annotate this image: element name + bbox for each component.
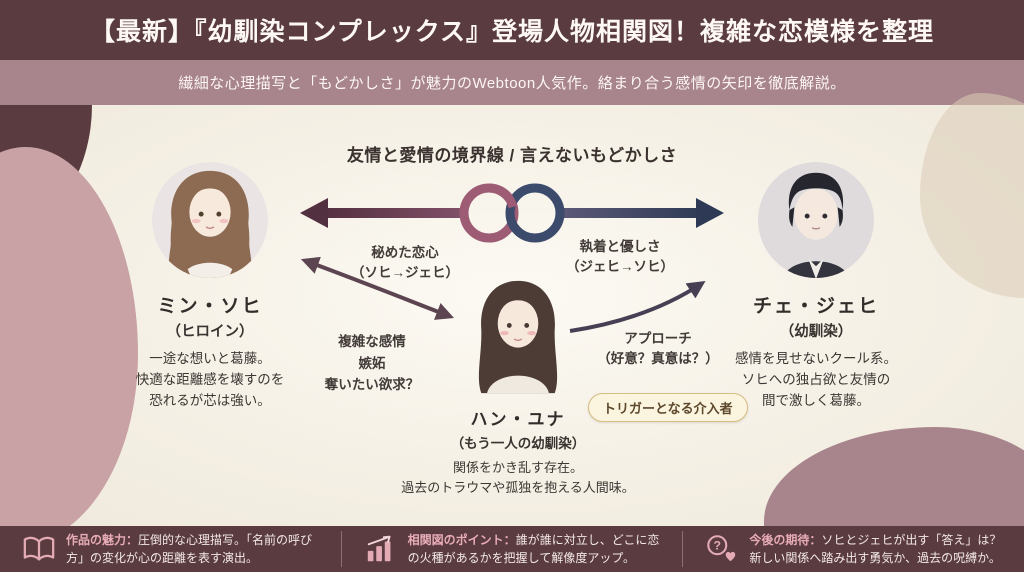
yuna-portrait: [460, 275, 576, 399]
jaehee-description: 感情を見せないクール系。 ソヒへの独占欲と友情の 間で激しく葛藤。: [735, 351, 897, 408]
question-heart-icon: ?: [705, 534, 739, 564]
sohee-role: （ヒロイン）: [166, 324, 254, 340]
footer-body-expectation: ソヒとジェヒが出す「答え」は？新しい関係へ踏み出す勇気か、過去の呪縛か。: [749, 533, 1002, 565]
knot-arrows-illustration: [300, 183, 724, 243]
jaehee-name: チェ・ジェヒ: [752, 296, 879, 317]
subtitle-bar: 繊細な心理描写と「もどかしさ」が魅力のWebtoon人気作。絡まり合う感情の矢印…: [0, 60, 1024, 105]
edge-label-complex-feelings: 複雑な感情 嫉妬 奪いたい欲求？: [324, 334, 420, 393]
page-title: 【最新】『幼馴染コンプレックス』登場人物相関図！複雑な恋模様を整理: [89, 18, 934, 46]
yuna-description: 関係をかき乱す存在。 過去のトラウマや孤独を抱える人間味。: [401, 460, 635, 496]
decor-blob-tan-topright: [920, 93, 1024, 298]
footer-bar: 作品の魅力：圧倒的な心理描写。「名前の呼び方」の変化が心の距離を表す演出。 相関…: [0, 526, 1024, 572]
decor-blob-mauve-bottomright: [764, 427, 1024, 526]
trigger-badge: トリガーとなる介入者: [588, 393, 748, 422]
footer-item-expectation: ? 今後の期待：ソヒとジェヒが出す「答え」は？新しい関係へ踏み出す勇気か、過去の…: [682, 531, 1024, 567]
footer-label-chart-point: 相関図のポイント：: [407, 533, 516, 547]
footer-body-chart-point: 誰が誰に対立し、どこに恋の火種があるかを把握して解像度アップ。: [407, 533, 660, 565]
footer-text-chart-point: 相関図のポイント：誰が誰に対立し、どこに恋の火種があるかを把握して解像度アップ。: [408, 531, 669, 567]
edge-label-obsession: 執着と優しさ （ジェヒ→ソヒ）: [566, 239, 674, 274]
footer-item-chart-point: 相関図のポイント：誰が誰に対立し、どこに恋の火種があるかを把握して解像度アップ。: [340, 531, 683, 567]
footer-text-expectation: 今後の期待：ソヒとジェヒが出す「答え」は？新しい関係へ踏み出す勇気か、過去の呪縛…: [749, 531, 1010, 567]
footer-item-appeal: 作品の魅力：圧倒的な心理描写。「名前の呼び方」の変化が心の距離を表す演出。: [0, 531, 341, 567]
footer-text-appeal: 作品の魅力：圧倒的な心理描写。「名前の呼び方」の変化が心の距離を表す演出。: [66, 531, 327, 567]
chart-icon: [364, 534, 398, 564]
character-card-sohee: ミン・ソヒ （ヒロイン） 一途な想いと葛藤。 快適な距離感を壊すのを 恐れるが芯…: [105, 161, 315, 412]
jaehee-role: （幼馴染）: [779, 324, 853, 340]
footer-label-expectation: 今後の期待：: [749, 533, 822, 547]
diagram-caption: 友情と愛情の境界線 / 言えないもどかしさ: [346, 146, 678, 165]
edge-label-hidden-love: 秘めた恋心 （ソヒ→ジェヒ）: [351, 245, 459, 280]
sohee-description: 一途な想いと葛藤。 快適な距離感を壊すのを 恐れるが芯は強い。: [135, 351, 285, 408]
header-bar: 【最新】『幼馴染コンプレックス』登場人物相関図！複雑な恋模様を整理: [0, 0, 1024, 60]
book-icon: [22, 534, 56, 564]
character-card-jaehee: チェ・ジェヒ （幼馴染） 感情を見せないクール系。 ソヒへの独占欲と友情の 間で…: [711, 161, 921, 412]
relationship-diagram: 友情と愛情の境界線 / 言えないもどかしさ: [0, 93, 1024, 545]
footer-label-appeal: 作品の魅力：: [66, 533, 139, 547]
svg-text:?: ?: [714, 538, 722, 552]
yuna-name: ハン・ユナ: [470, 410, 566, 429]
sohee-avatar: [151, 161, 269, 279]
footer-body-appeal: 圧倒的な心理描写。「名前の呼び方」の変化が心の距離を表す演出。: [66, 533, 313, 565]
jaehee-avatar: [757, 161, 875, 279]
yuna-role: （もう一人の幼馴染）: [450, 436, 586, 451]
edge-label-approach: アプローチ （好意？真意は？）: [597, 331, 719, 366]
sohee-name: ミン・ソヒ: [157, 296, 263, 317]
character-card-yuna: ハン・ユナ （もう一人の幼馴染） 関係をかき乱す存在。 過去のトラウマや孤独を抱…: [388, 275, 648, 498]
page-subtitle: 繊細な心理描写と「もどかしさ」が魅力のWebtoon人気作。絡まり合う感情の矢印…: [178, 75, 846, 92]
